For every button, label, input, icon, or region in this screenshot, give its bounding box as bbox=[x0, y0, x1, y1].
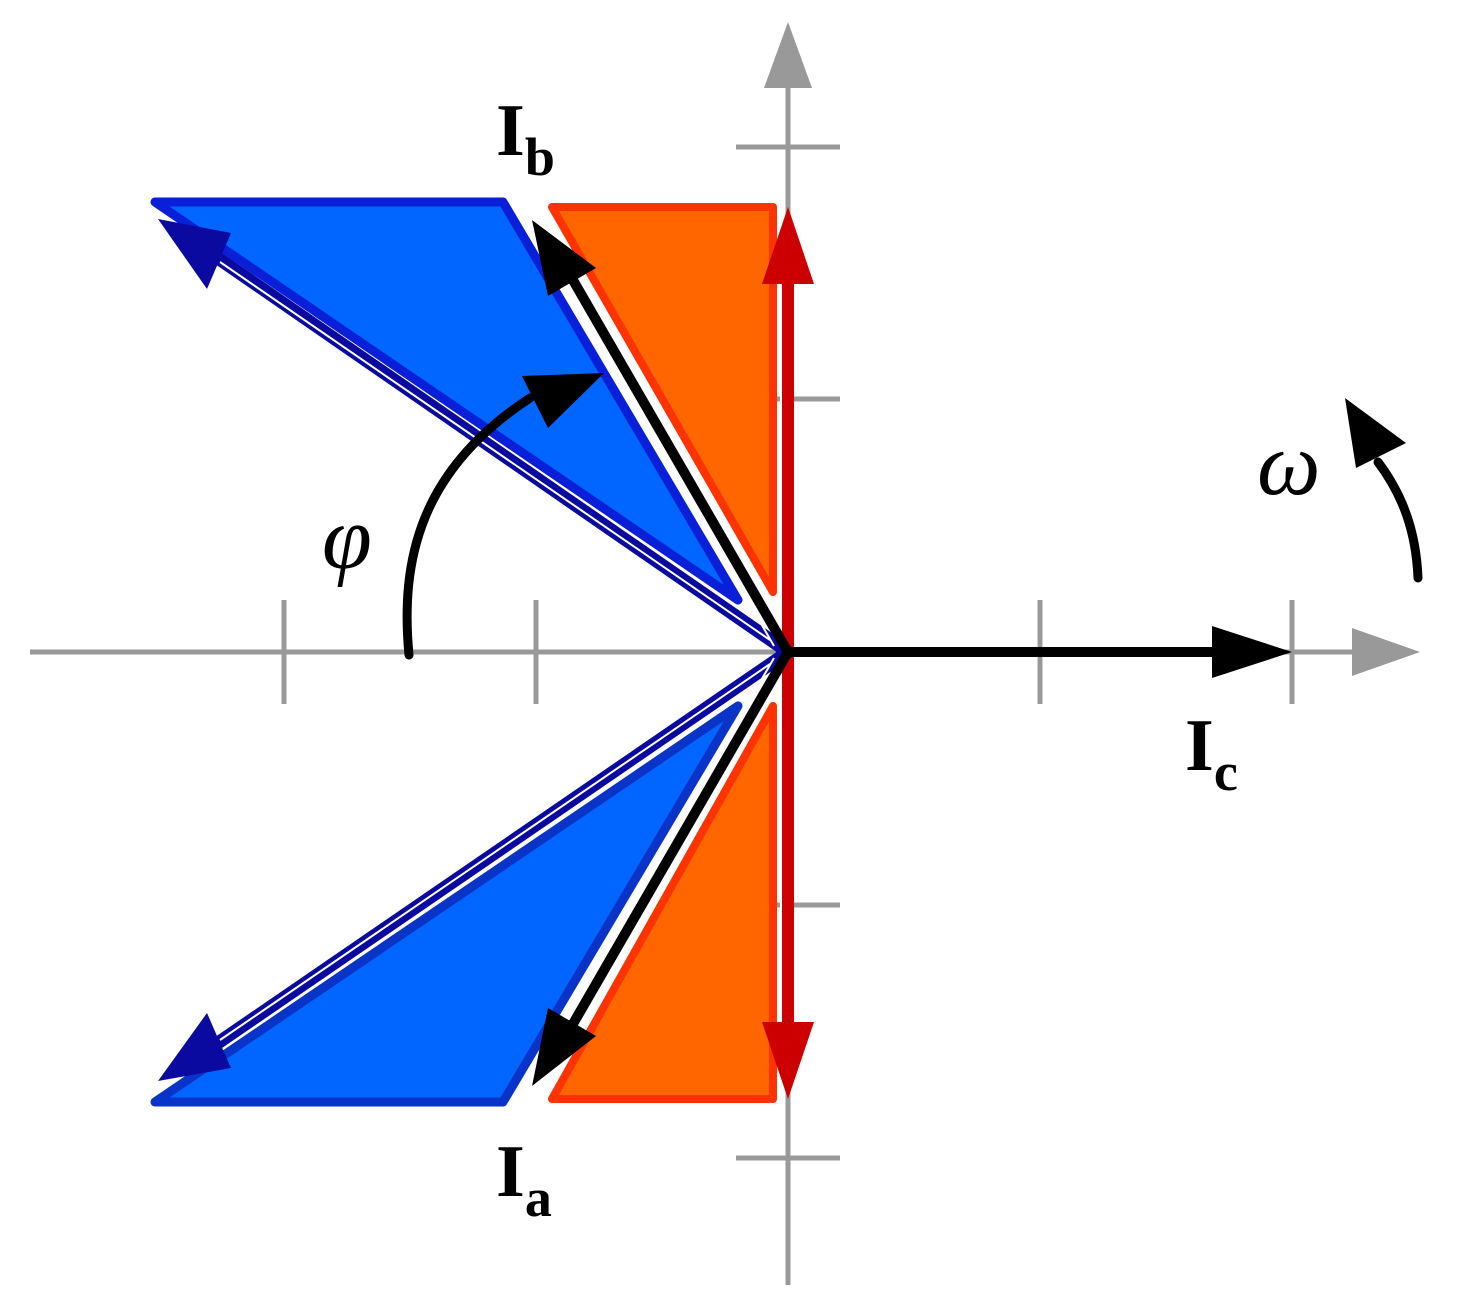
label-ic: Ic bbox=[1185, 705, 1238, 802]
blue-quad-bottom bbox=[150, 701, 743, 1107]
orange-triangle-top bbox=[548, 203, 777, 596]
phasor-ia bbox=[532, 649, 793, 1086]
phasor-ib bbox=[532, 220, 793, 655]
x-axis-arrowhead bbox=[1352, 628, 1420, 676]
label-ia: Ia bbox=[496, 1131, 552, 1228]
red-phasor-down bbox=[762, 652, 814, 1099]
label-omega: ω bbox=[1257, 415, 1321, 514]
red-phasor-up bbox=[762, 207, 814, 652]
orange-triangle-bottom bbox=[548, 702, 777, 1103]
rotation-arrow-icon bbox=[1345, 398, 1423, 583]
y-axis-arrowhead bbox=[764, 22, 812, 88]
label-ib: Ib bbox=[496, 90, 555, 187]
blue-quad-top bbox=[150, 197, 743, 605]
curved-arrow-icon bbox=[402, 373, 604, 660]
phasor-ic bbox=[788, 626, 1292, 678]
dark-blue-phasor-top bbox=[158, 219, 792, 658]
dark-blue-phasor-bottom bbox=[158, 646, 792, 1081]
label-phi: φ bbox=[322, 489, 372, 588]
